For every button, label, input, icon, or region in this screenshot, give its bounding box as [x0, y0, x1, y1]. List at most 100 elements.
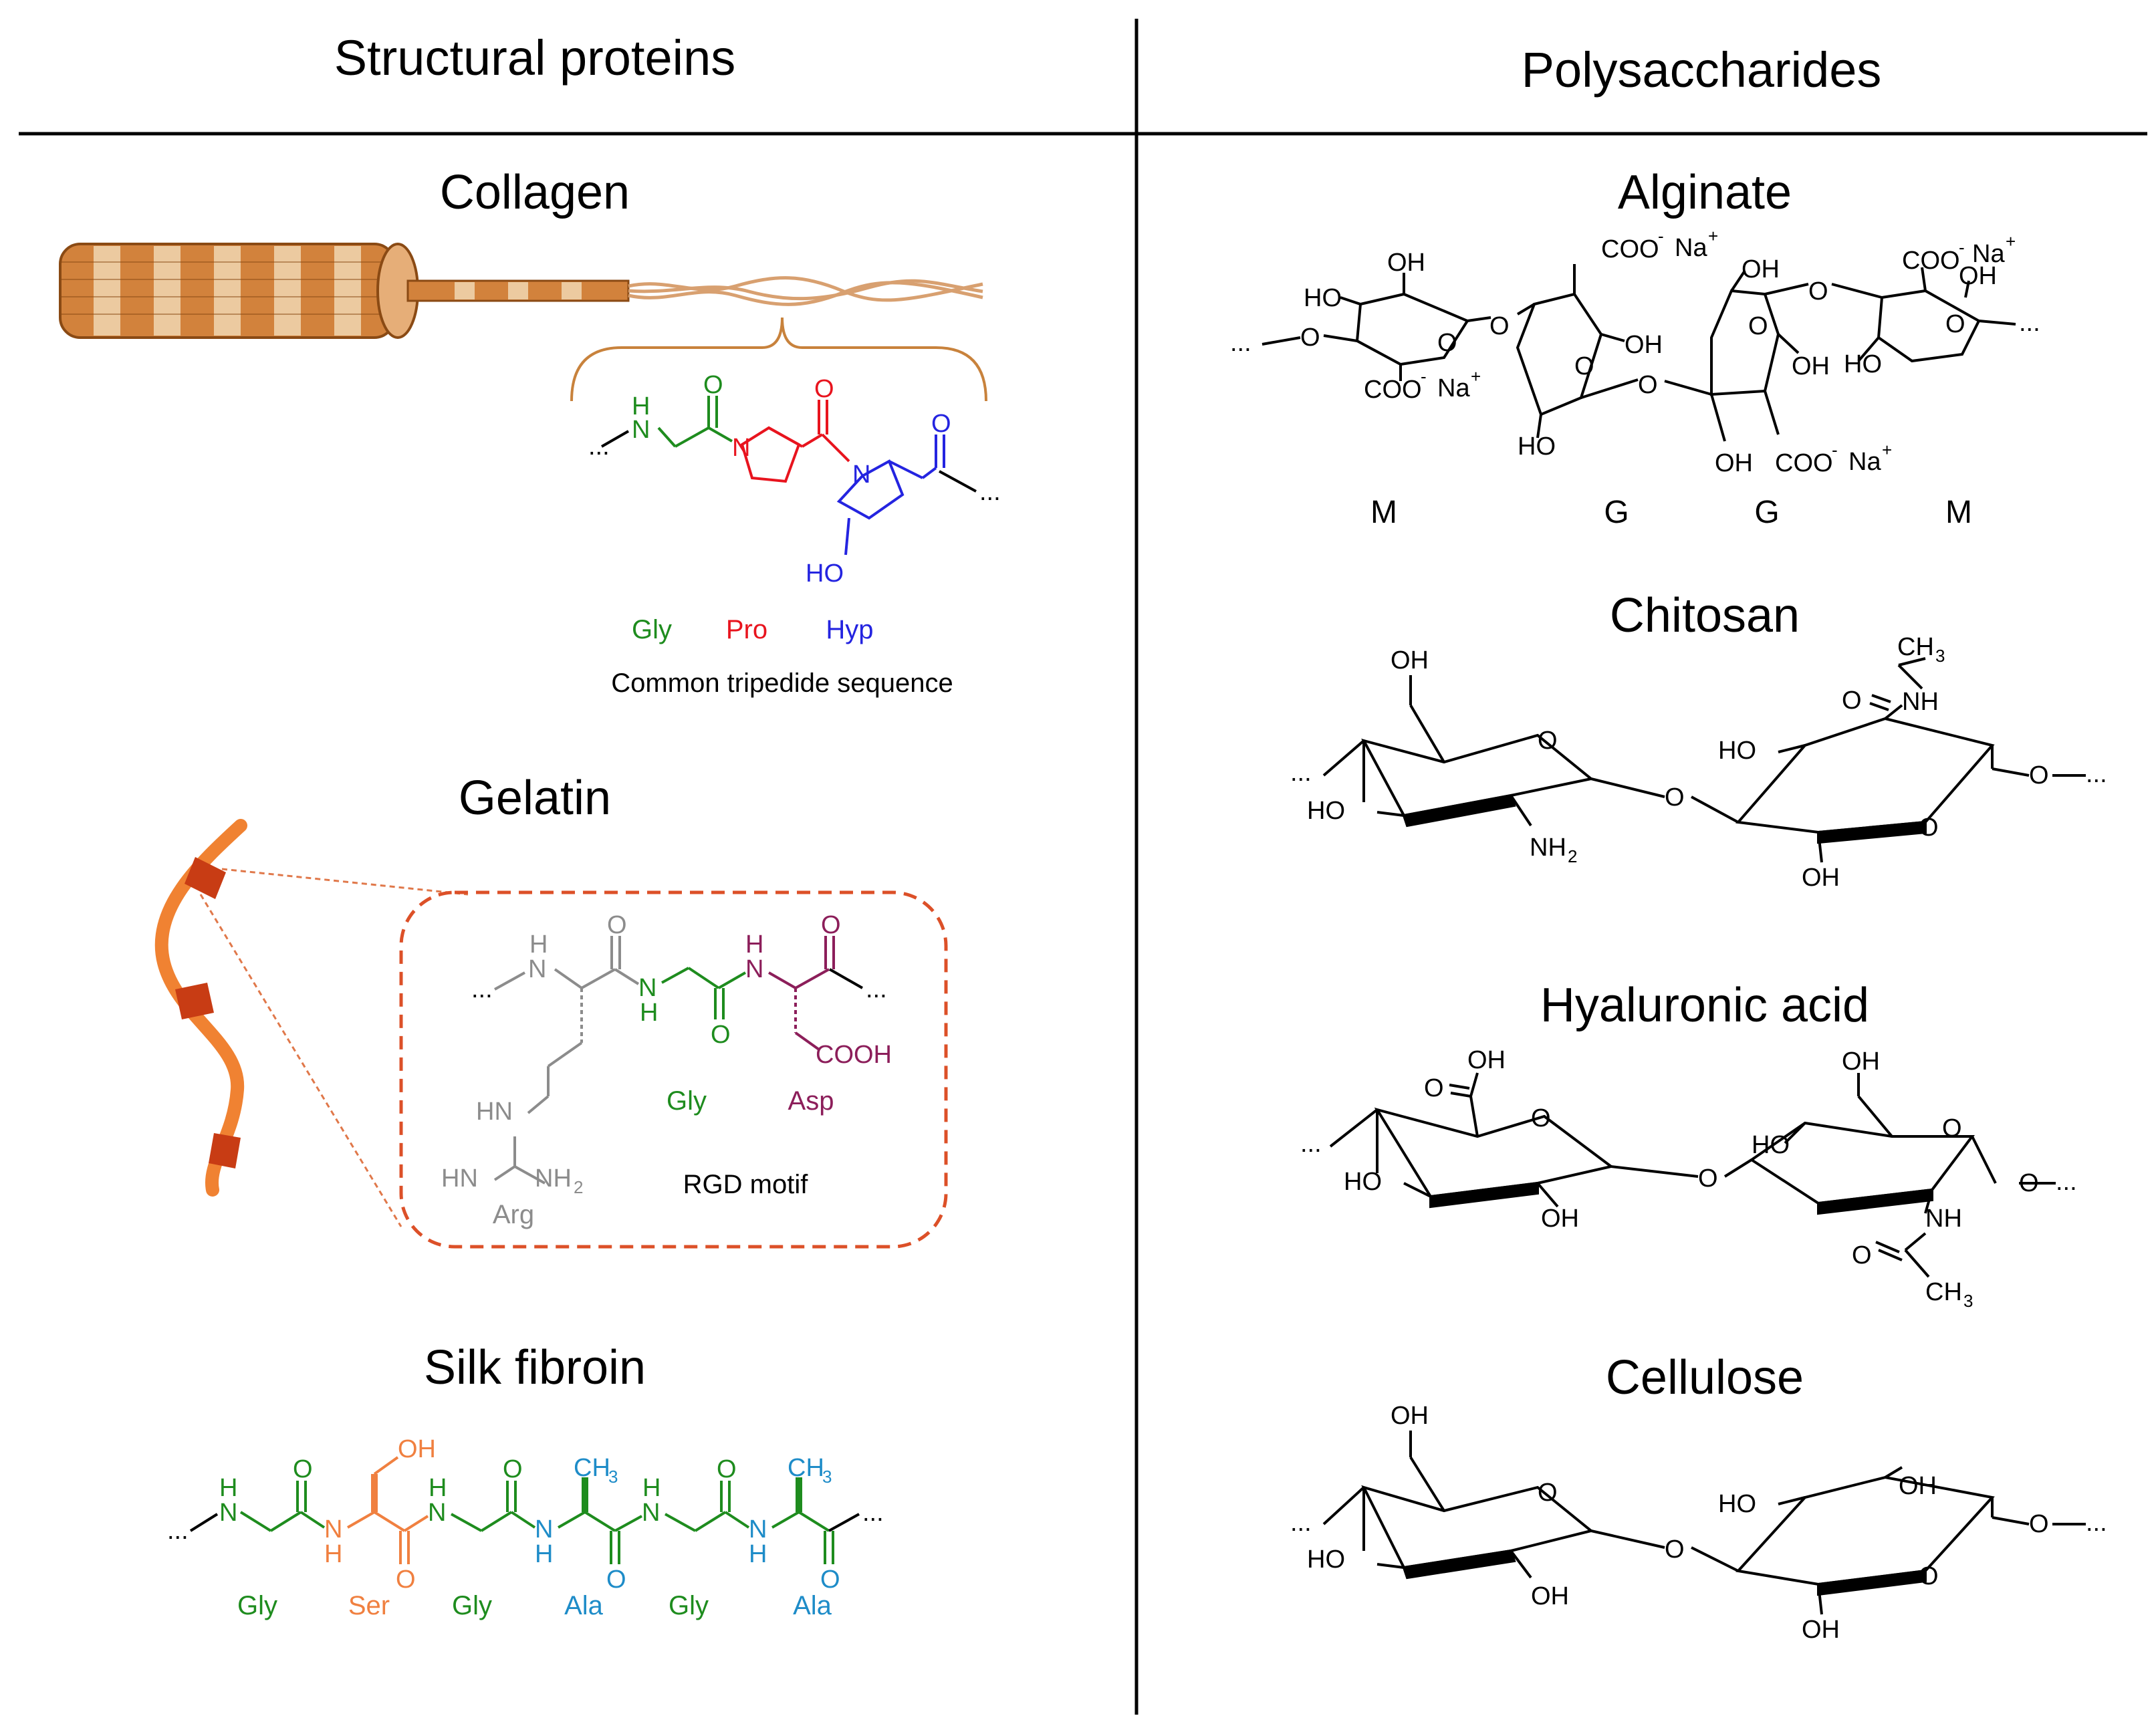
collagen-tripeptide-structure [601, 396, 977, 556]
cel-o-4: O [2029, 1510, 2049, 1538]
alginate-atom-labels: ... O HO OH O COO - Na + O COO - Na + OH… [1230, 226, 2040, 477]
ha-o-5: O [1852, 1241, 1872, 1269]
gelatin-atom-hn1: HN [476, 1098, 513, 1126]
gelatin-atom-n2: N [638, 974, 656, 1002]
alginate-unit-1: M [1370, 495, 1397, 530]
ha-ch3: CH [1925, 1278, 1962, 1306]
alg-o-2: O [1437, 329, 1457, 357]
alg-plus-2: + [1708, 226, 1718, 246]
gelatin-atom-n3: N [745, 955, 763, 983]
silk-atom-h1: H [219, 1474, 237, 1502]
alginate-unit-2: G [1604, 495, 1629, 530]
cel-oh-1: OH [1391, 1402, 1429, 1430]
chitosan-atom-labels: ... OH O HO NH 2 O HO NH O CH 3 O OH O .… [1290, 633, 2107, 892]
alg-plus-3: + [1882, 440, 1892, 460]
alg-coo-1: COO [1364, 376, 1422, 404]
gelatin-atom-nh2-sub: 2 [574, 1177, 583, 1197]
svg-text:...: ... [1230, 329, 1251, 357]
chi-ch3-sub: 3 [1935, 646, 1945, 666]
silk-atom-n2: N [324, 1515, 342, 1544]
gelatin-atom-o3: O [821, 911, 841, 939]
chi-oh-1: OH [1391, 646, 1429, 674]
gelatin-residue-asp: Asp [788, 1086, 834, 1116]
cellulose-atom-labels: ... OH O HO OH O HO OH O OH O ... [1290, 1402, 2107, 1644]
alg-ho-1: HO [1304, 284, 1342, 312]
gelatin-rgd-structure [493, 936, 863, 1185]
alginate-panel: Alginate [1230, 166, 2040, 530]
chi-nh2: NH [1530, 834, 1566, 862]
silk-atom-ch3-2: CH [788, 1454, 824, 1482]
svg-text:...: ... [979, 478, 1001, 506]
ha-nh: NH [1925, 1205, 1962, 1233]
alg-plus-4: + [2006, 231, 2016, 251]
alg-oh-5: OH [1715, 449, 1753, 477]
chi-nh: NH [1902, 688, 1939, 716]
gelatin-strand-illustration [154, 819, 469, 1227]
collagen-atom-ho: HO [806, 560, 844, 588]
chi-ho-2: HO [1718, 737, 1756, 765]
silk-atom-o2: O [396, 1566, 416, 1594]
chi-ho-1: HO [1307, 797, 1345, 825]
silk-residue-3: Gly [452, 1591, 492, 1620]
alg-coo-2: COO [1601, 235, 1659, 263]
alg-na-2: Na [1675, 234, 1707, 262]
hyaluronic-panel: Hyaluronic acid [1300, 979, 2077, 1311]
alginate-unit-labels: M G G M [1370, 495, 1972, 530]
silk-atom-oh: OH [398, 1435, 436, 1463]
alg-oh-3: OH [1742, 255, 1780, 283]
alg-o-8: O [1945, 310, 1965, 338]
collagen-atom-labels: ... H N O N O N O HO ... [588, 371, 1001, 588]
svg-text:...: ... [2019, 309, 2040, 337]
alg-oh-1: OH [1387, 249, 1425, 277]
svg-text:...: ... [2086, 760, 2107, 788]
collagen-atom-h: H [632, 392, 650, 420]
gelatin-atom-h3: H [745, 931, 763, 959]
cel-o-1: O [1538, 1479, 1558, 1507]
silk-residue-2: Ser [348, 1591, 390, 1620]
silk-atom-ch3-1: CH [574, 1454, 610, 1482]
svg-text:...: ... [2056, 1168, 2077, 1196]
silk-atom-ch3-1-sub: 3 [608, 1467, 618, 1487]
silk-fibroin-panel: Silk fibroin [167, 1341, 884, 1620]
silk-residue-6: Ala [793, 1591, 832, 1620]
alg-na-1: Na [1437, 374, 1470, 402]
collagen-caption: Common tripedide sequence [611, 668, 953, 698]
silk-atom-o5: O [717, 1455, 737, 1483]
chitosan-panel: Chitosan ... OH [1290, 589, 2107, 892]
cel-o-2: O [1665, 1535, 1685, 1564]
alg-o-7: O [1808, 277, 1828, 305]
ha-o-1: O [1424, 1074, 1444, 1102]
cel-oh-4: OH [1802, 1616, 1840, 1644]
collagen-atom-o1: O [703, 371, 723, 399]
alg-minus-4: - [1959, 237, 1965, 257]
chitosan-title: Chitosan [1610, 589, 1800, 642]
silk-atom-o4: O [606, 1566, 626, 1594]
alg-na-3: Na [1848, 448, 1881, 476]
cel-oh-2: OH [1531, 1582, 1569, 1610]
gelatin-atom-o2: O [711, 1021, 731, 1049]
silk-residue-4: Ala [564, 1591, 604, 1620]
alginate-title: Alginate [1618, 166, 1792, 219]
gelatin-residue-gly: Gly [667, 1086, 707, 1116]
alginate-unit-3: G [1754, 495, 1779, 530]
header-polysaccharides: Polysaccharides [1522, 42, 1882, 98]
header-structural-proteins: Structural proteins [334, 30, 736, 86]
ha-o-4: O [1942, 1114, 1962, 1142]
silk-atom-n6: N [749, 1515, 767, 1544]
ha-oh-1: OH [1467, 1046, 1506, 1074]
collagen-title: Collagen [440, 166, 630, 219]
gelatin-title: Gelatin [459, 771, 611, 825]
cel-oh-3: OH [1899, 1472, 1937, 1500]
chi-oh-2: OH [1802, 864, 1840, 892]
collagen-residue-labels: Gly Pro Hyp [632, 615, 874, 644]
cel-ho-2: HO [1718, 1490, 1756, 1518]
alg-o-6: O [1748, 312, 1768, 340]
gelatin-atom-o1: O [607, 911, 627, 939]
silk-atom-h3: H [429, 1474, 447, 1502]
silk-structure [189, 1456, 860, 1564]
alg-ho-3: HO [1844, 350, 1882, 378]
chi-o-4: O [1919, 814, 1939, 842]
svg-text:...: ... [1290, 1509, 1312, 1537]
ha-ho-2: HO [1752, 1131, 1790, 1159]
silk-atom-h4: H [535, 1540, 553, 1568]
